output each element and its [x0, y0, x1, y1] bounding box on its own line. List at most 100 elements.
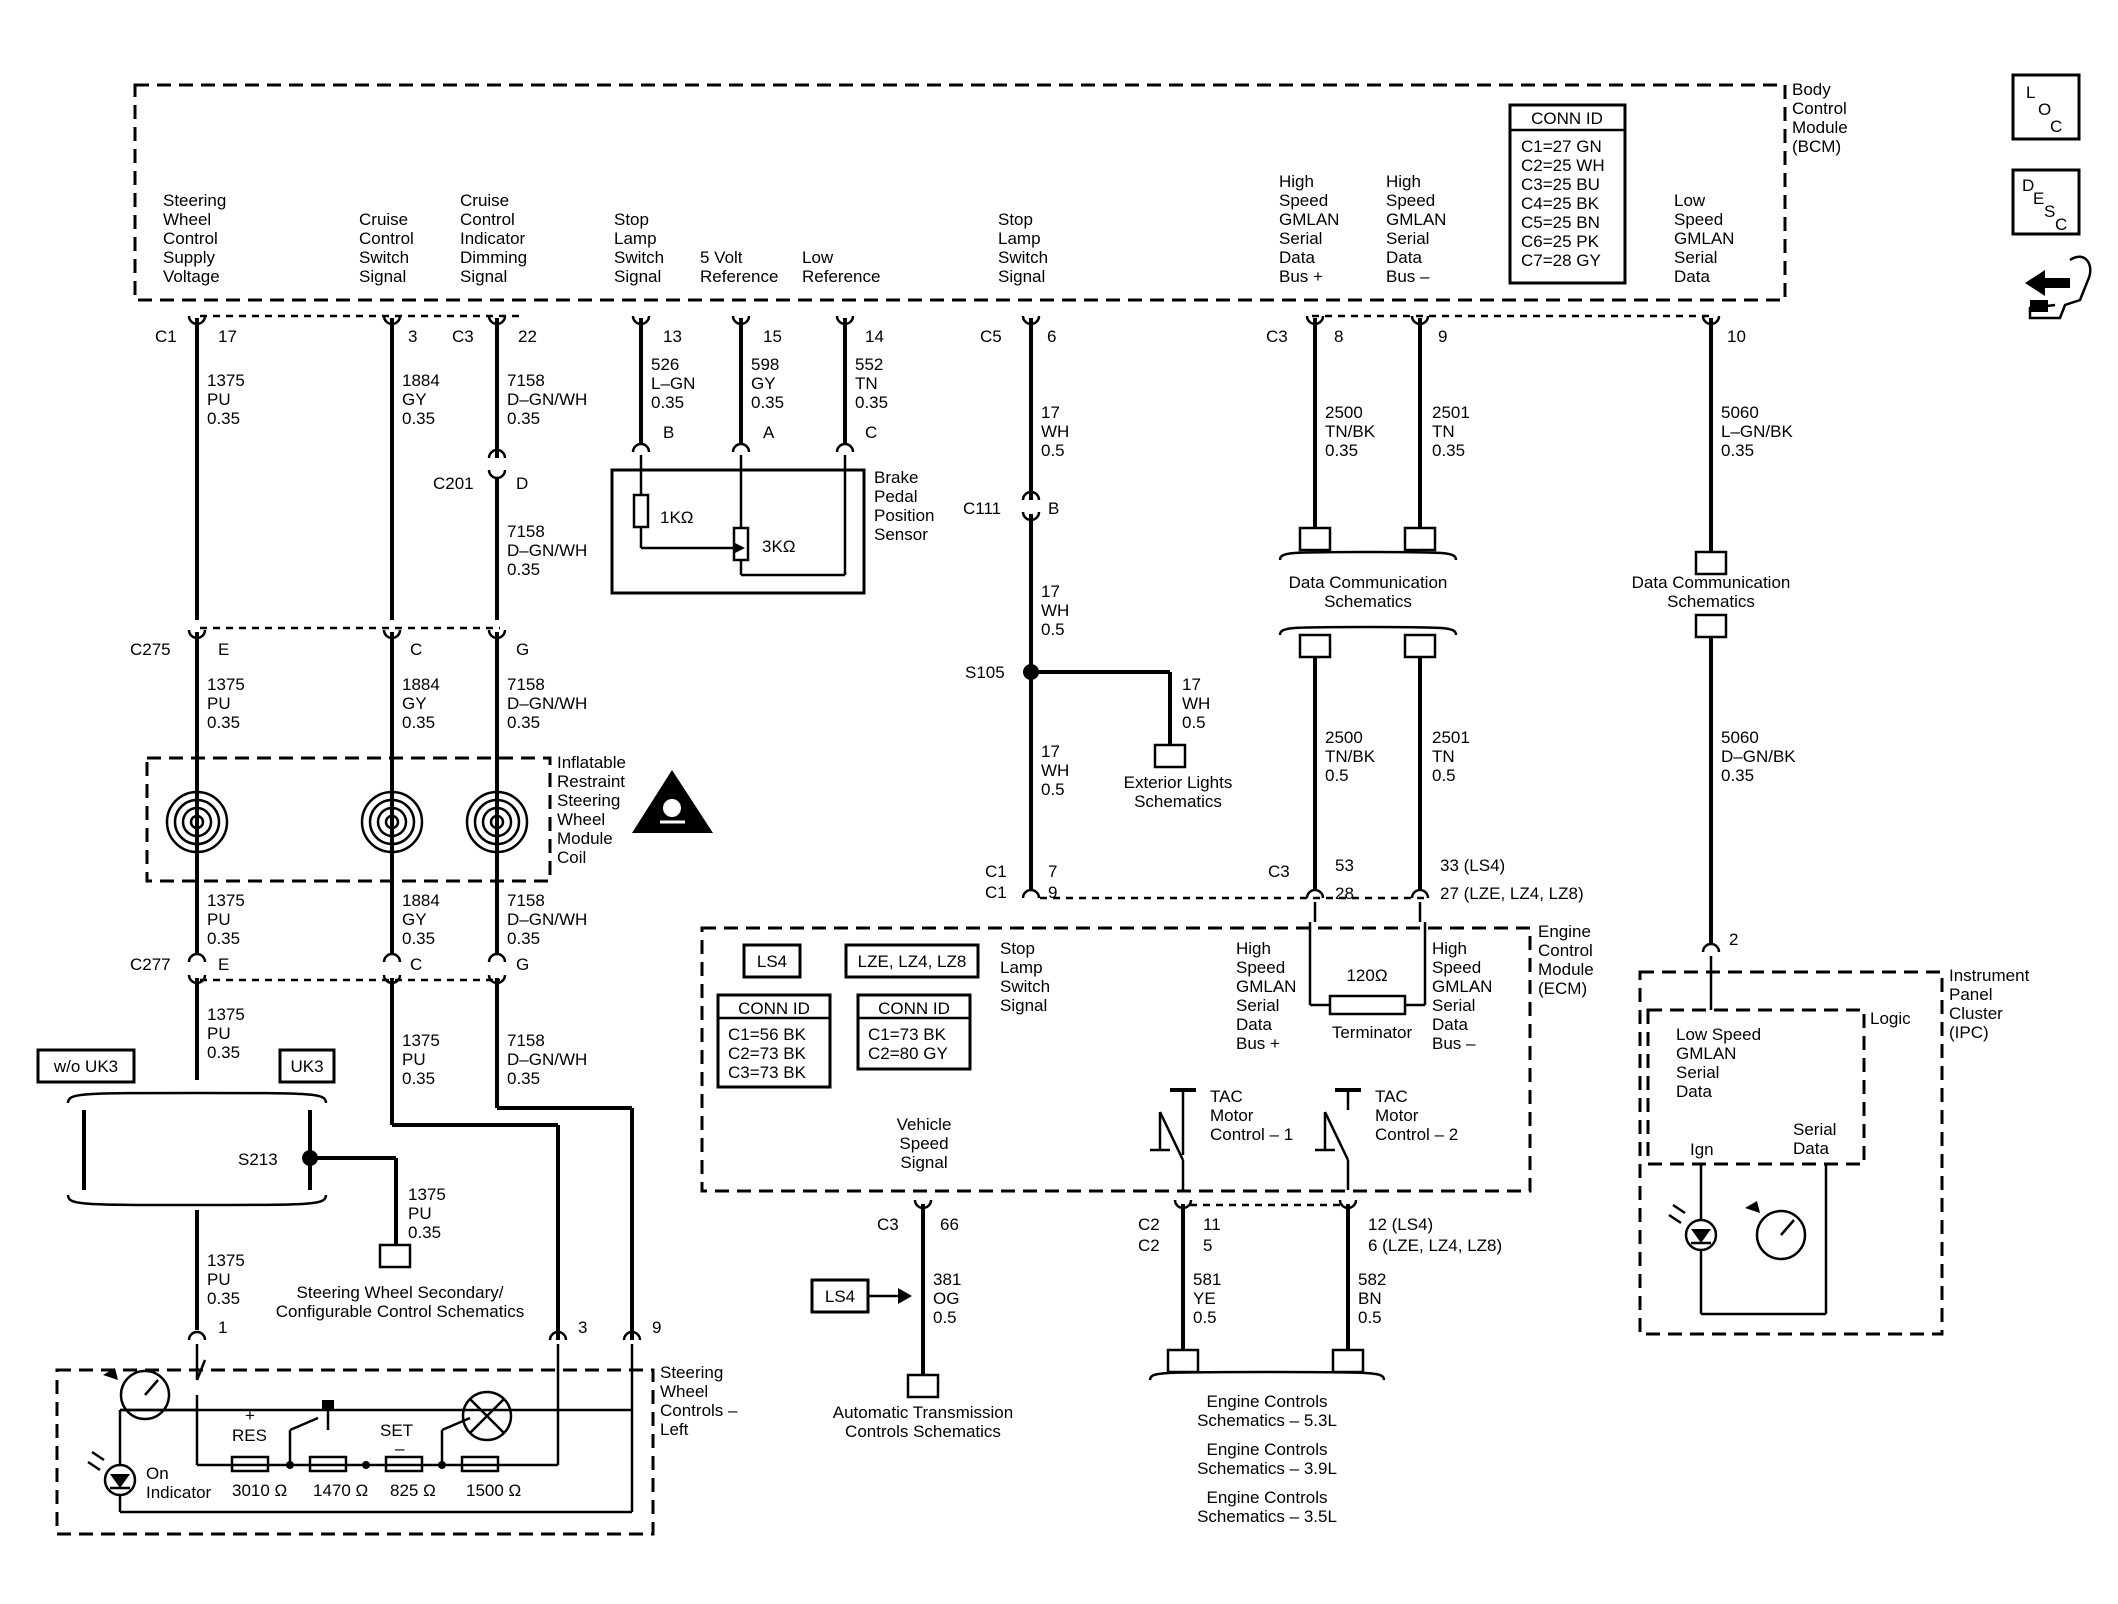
- stop-lamp-signal-circuit: C111 B S105 17 WH 0.5 17 WH 0.5 17 WH 0.…: [963, 318, 1232, 890]
- svg-text:C3=73 BK: C3=73 BK: [728, 1063, 807, 1082]
- svg-text:WH: WH: [1182, 694, 1210, 713]
- svg-text:526: 526: [651, 355, 679, 374]
- svg-text:Position: Position: [874, 506, 934, 525]
- svg-text:0.35: 0.35: [507, 1069, 540, 1088]
- svg-text:Data: Data: [1793, 1139, 1829, 1158]
- svg-text:5 Volt: 5 Volt: [700, 248, 743, 267]
- svg-text:2501: 2501: [1432, 728, 1470, 747]
- svg-text:Cruise: Cruise: [359, 210, 408, 229]
- svg-text:TN: TN: [1432, 422, 1455, 441]
- svg-text:L–GN/BK: L–GN/BK: [1721, 422, 1793, 441]
- svg-text:1375: 1375: [207, 891, 245, 910]
- svg-text:Control: Control: [163, 229, 218, 248]
- svg-text:825 Ω: 825 Ω: [390, 1481, 436, 1500]
- cruise-indicator-gauge-icon: [103, 1368, 171, 1421]
- svg-text:B: B: [1048, 499, 1059, 518]
- svg-text:PU: PU: [408, 1204, 432, 1223]
- svg-text:9: 9: [652, 1318, 661, 1337]
- svg-text:1884: 1884: [402, 675, 440, 694]
- uk3-option-block: w/o UK3 UK3 S213 1375 PU 0.35 Steering W…: [36, 1048, 525, 1330]
- svg-text:WH: WH: [1041, 601, 1069, 620]
- svg-text:UK3: UK3: [290, 1057, 323, 1076]
- svg-text:Control: Control: [1792, 99, 1847, 118]
- svg-text:Configurable Control Schematic: Configurable Control Schematics: [276, 1302, 525, 1321]
- svg-text:WH: WH: [1041, 422, 1069, 441]
- svg-text:D–GN/WH: D–GN/WH: [507, 694, 587, 713]
- svg-text:Lamp: Lamp: [1000, 958, 1043, 977]
- svg-text:GMLAN: GMLAN: [1676, 1044, 1736, 1063]
- svg-text:D: D: [2022, 176, 2034, 195]
- svg-text:Reference: Reference: [802, 267, 880, 286]
- svg-text:5060: 5060: [1721, 728, 1759, 747]
- svg-text:Voltage: Voltage: [163, 267, 220, 286]
- description-button[interactable]: D E S C: [2011, 168, 2081, 236]
- bcm-pin-labels: Steering Wheel Control Supply Voltage Cr…: [163, 172, 1734, 286]
- svg-text:Stop: Stop: [1000, 939, 1035, 958]
- svg-text:C1: C1: [985, 862, 1007, 881]
- svg-text:Pedal: Pedal: [874, 487, 917, 506]
- svg-text:0.35: 0.35: [402, 713, 435, 732]
- ipc-indicator-led-icon: [1668, 1203, 1718, 1252]
- svg-text:C3=25 BU: C3=25 BU: [1521, 175, 1600, 194]
- vehicle-speed-circuit: C3 66 381 OG 0.5 LS4 Automatic Transmiss…: [810, 1199, 1013, 1441]
- svg-text:High: High: [1386, 172, 1421, 191]
- svg-text:1375: 1375: [207, 675, 245, 694]
- svg-text:TN: TN: [1432, 747, 1455, 766]
- svg-text:Bus –: Bus –: [1432, 1034, 1476, 1053]
- svg-text:Serial: Serial: [1432, 996, 1475, 1015]
- svg-text:TAC: TAC: [1210, 1087, 1243, 1106]
- svg-text:7158: 7158: [507, 891, 545, 910]
- svg-text:0.35: 0.35: [207, 713, 240, 732]
- svg-text:Coil: Coil: [557, 848, 586, 867]
- svg-text:O: O: [2038, 100, 2051, 119]
- svg-text:17: 17: [218, 327, 237, 346]
- instrument-panel-cluster: Instrument Panel Cluster (IPC) Logic Low…: [1638, 956, 2030, 1336]
- svg-text:33 (LS4): 33 (LS4): [1440, 856, 1505, 875]
- svg-text:17: 17: [1041, 742, 1060, 761]
- wire-label-7158: 7158 D–GN/WH 0.35 7158 D–GN/WH 0.35: [507, 371, 587, 579]
- svg-text:1500 Ω: 1500 Ω: [466, 1481, 521, 1500]
- location-button[interactable]: L O C: [2011, 73, 2081, 141]
- svg-text:0.35: 0.35: [207, 1289, 240, 1308]
- steering-wires-upper: C201 D 1375 PU 0.35 1884 GY 0.35 7158 D–…: [130, 318, 587, 945]
- svg-text:GMLAN: GMLAN: [1432, 977, 1492, 996]
- svg-text:2501: 2501: [1432, 403, 1470, 422]
- svg-text:C: C: [410, 955, 422, 974]
- troubleshoot-icon[interactable]: [2025, 255, 2092, 320]
- svg-text:L–GN: L–GN: [651, 374, 695, 393]
- svg-text:C3: C3: [452, 327, 474, 346]
- svg-text:Speed: Speed: [1674, 210, 1723, 229]
- svg-text:Speed: Speed: [1432, 958, 1481, 977]
- svg-text:CONN ID: CONN ID: [878, 999, 950, 1018]
- svg-text:Bus +: Bus +: [1279, 267, 1323, 286]
- svg-text:9: 9: [1438, 327, 1447, 346]
- svg-text:3010 Ω: 3010 Ω: [232, 1481, 287, 1500]
- svg-text:Control – 2: Control – 2: [1375, 1125, 1458, 1144]
- svg-text:GY: GY: [402, 694, 427, 713]
- svg-text:7158: 7158: [507, 371, 545, 390]
- svg-text:0.5: 0.5: [1325, 766, 1349, 785]
- svg-text:Speed: Speed: [1386, 191, 1435, 210]
- resistor-825: [384, 1455, 424, 1473]
- svg-text:0.5: 0.5: [1041, 620, 1065, 639]
- svg-text:Body: Body: [1792, 80, 1831, 99]
- svg-text:0.35: 0.35: [855, 393, 888, 412]
- svg-text:Data: Data: [1236, 1015, 1272, 1034]
- svg-text:Bus +: Bus +: [1236, 1034, 1280, 1053]
- svg-text:OG: OG: [933, 1289, 959, 1308]
- svg-text:Bus –: Bus –: [1386, 267, 1430, 286]
- svg-text:1375: 1375: [408, 1185, 446, 1204]
- svg-text:0.35: 0.35: [207, 929, 240, 948]
- svg-text:PU: PU: [207, 910, 231, 929]
- svg-text:TN/BK: TN/BK: [1325, 747, 1376, 766]
- svg-text:1: 1: [218, 1318, 227, 1337]
- svg-text:Data: Data: [1674, 267, 1710, 286]
- svg-text:Low: Low: [1674, 191, 1706, 210]
- svg-text:Panel: Panel: [1949, 985, 1992, 1004]
- svg-text:Steering: Steering: [163, 191, 226, 210]
- svg-text:1470 Ω: 1470 Ω: [313, 1481, 368, 1500]
- svg-text:Cruise: Cruise: [460, 191, 509, 210]
- svg-text:C111: C111: [963, 499, 1001, 518]
- svg-text:C2=80 GY: C2=80 GY: [868, 1044, 948, 1063]
- svg-text:Switch: Switch: [1000, 977, 1050, 996]
